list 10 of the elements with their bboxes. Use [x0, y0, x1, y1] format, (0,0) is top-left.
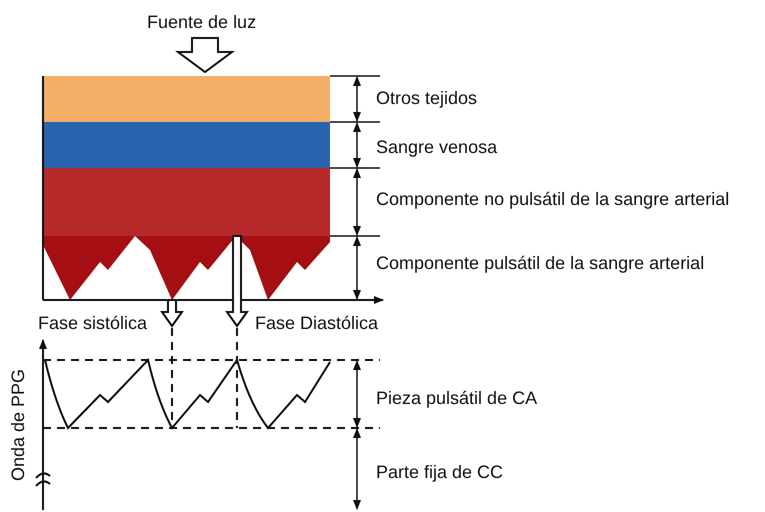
layer-label: Sangre venosa: [376, 137, 498, 157]
layer-label: Componente no pulsátil de la sangre arterial: [376, 189, 730, 209]
layer-label: Otros tejidos: [376, 88, 478, 108]
source-label: Fuente de luz: [147, 12, 256, 32]
phase-label: Fase Diastólica: [255, 313, 378, 333]
layer-label: Componente pulsátil de la sangre arterial: [376, 253, 704, 273]
range-label: Parte fija de CC: [376, 462, 504, 482]
range-label: Pieza pulsátil de CA: [376, 388, 538, 408]
phase-label: Fase sistólica: [38, 313, 148, 333]
axis-label: Onda de PPG: [8, 368, 28, 482]
